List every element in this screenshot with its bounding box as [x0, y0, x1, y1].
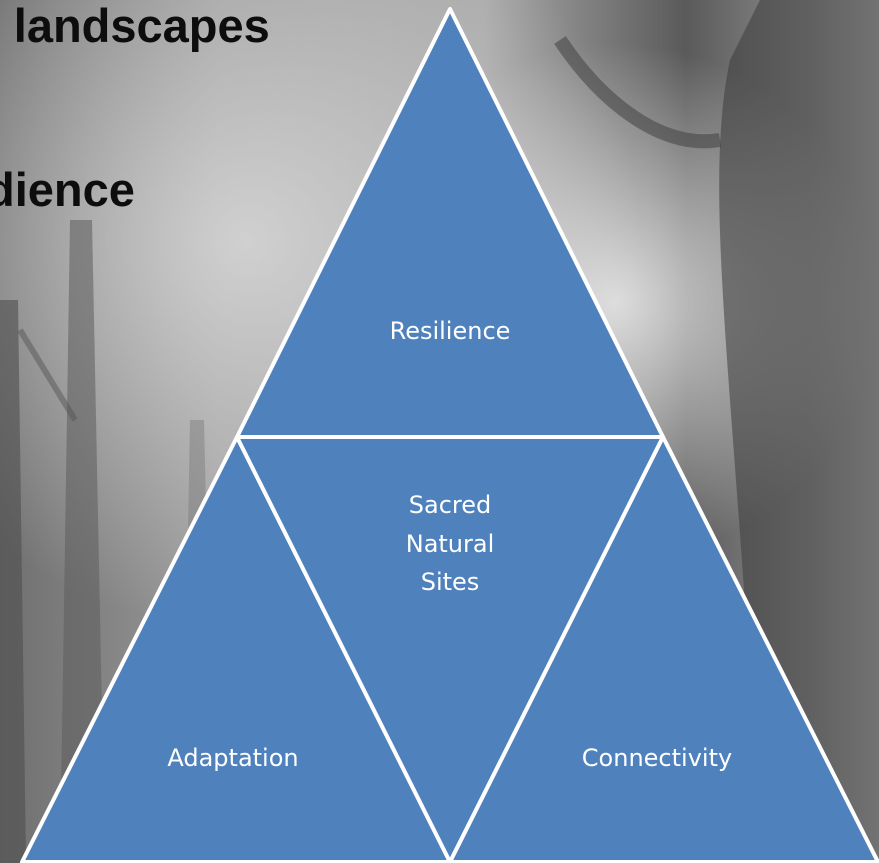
resilience-label: Resilience — [390, 317, 511, 345]
center-label-line-2: Natural — [406, 530, 495, 558]
center-label-line-3: Sites — [421, 568, 480, 596]
bottom-right-triangle — [448, 435, 879, 863]
top-triangle — [235, 7, 665, 439]
slide-title-line-2: dience — [0, 163, 135, 216]
connectivity-label: Connectivity — [582, 744, 732, 772]
center-label-line-1: Sacred — [409, 491, 491, 519]
adaptation-label: Adaptation — [167, 744, 298, 772]
slide-title-line-1: g landscapes — [0, 0, 270, 52]
